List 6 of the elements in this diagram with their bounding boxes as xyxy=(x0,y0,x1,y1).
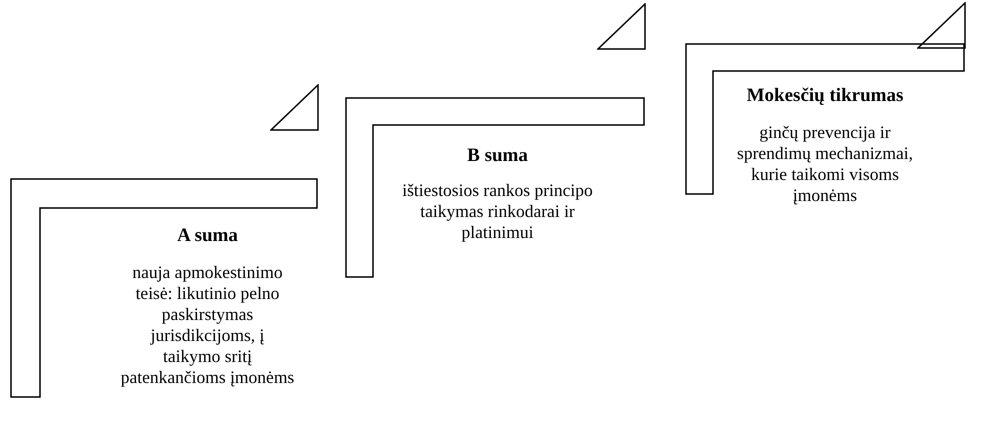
step-description: ištiestosios rankos principo taikymas rinkodarai ir platinimui xyxy=(401,180,594,243)
step-title: B suma xyxy=(466,145,529,167)
step-title: Mokesčių tikrumas xyxy=(746,85,904,107)
step-title: A suma xyxy=(176,225,239,247)
step-description: ginčų prevencija ir sprendimų mechanizmai, kurie taikomi visoms įmonėms xyxy=(736,122,914,206)
step-description: nauja apmokestinimo teisė: likutinio pelno paskirstymas jurisdikcijoms, į taikymo sritį patenkančioms įmonėms xyxy=(120,262,295,388)
